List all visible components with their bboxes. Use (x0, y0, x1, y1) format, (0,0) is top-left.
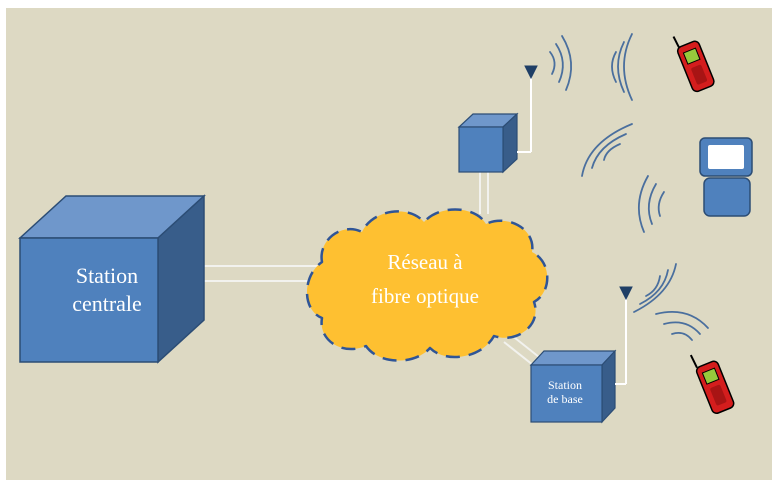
radio-wave-icon (611, 33, 633, 101)
fiber-link-cloud-top-station (479, 172, 489, 214)
fiber-network-label: Réseau à fibre optique (330, 246, 520, 313)
antenna-icon (615, 286, 633, 385)
fiber-network-cloud (305, 208, 549, 362)
mobile-phone-icon (672, 36, 715, 93)
base-station-label-line1: Station (547, 378, 582, 392)
radio-wave-icon (655, 310, 709, 341)
top-station-box (457, 112, 519, 174)
fiber-network-label-line1: Réseau à (387, 250, 463, 274)
central-station-label-line2: centrale (72, 290, 142, 316)
radio-wave-icon (581, 123, 633, 177)
central-station-box (18, 194, 206, 364)
laptop-icon (699, 137, 753, 217)
radio-wave-icon (633, 263, 677, 313)
radio-wave-icon (638, 175, 665, 233)
fiber-network-label-line2: fibre optique (371, 283, 479, 308)
base-station-label-line2: de base (547, 392, 583, 407)
radio-wave-icon (549, 35, 572, 91)
fiber-link-central-cloud (204, 265, 322, 282)
antenna-icon (517, 65, 538, 153)
central-station-label-line1: Station (75, 263, 139, 288)
mobile-phone-icon (689, 354, 735, 414)
base-station-box (529, 349, 617, 424)
